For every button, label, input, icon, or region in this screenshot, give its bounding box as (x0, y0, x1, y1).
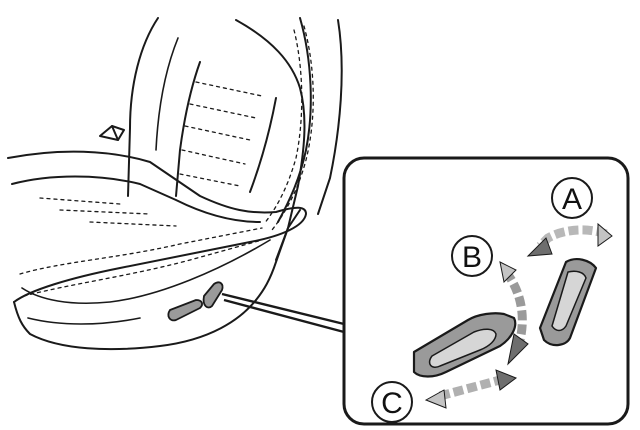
arrow-b-height (499, 261, 529, 366)
svg-text:A: A (562, 183, 582, 216)
seat-slide-switch (412, 312, 517, 378)
label-b: B (451, 235, 493, 277)
seat-stitching (179, 25, 314, 231)
label-a: A (551, 177, 593, 219)
svg-text:C: C (381, 387, 403, 420)
callout-leader (221, 292, 345, 334)
seat-backrest-panel (175, 61, 277, 197)
arrow-a-recline (526, 222, 613, 257)
seat-illustration (7, 17, 343, 351)
svg-text:B: B (462, 241, 482, 274)
seat-cushion-outline (7, 150, 307, 303)
seat-cushion-top (11, 175, 261, 223)
seat-backrest-bolster (277, 17, 312, 223)
seat-switch-small (167, 281, 224, 322)
backrest-recline-switch (538, 258, 598, 347)
seat-side-trim (255, 209, 301, 301)
seat-lever-stub (99, 125, 125, 141)
label-c: C (371, 381, 413, 423)
arrow-c-slide (424, 369, 518, 409)
seat-cushion-front (13, 299, 257, 351)
